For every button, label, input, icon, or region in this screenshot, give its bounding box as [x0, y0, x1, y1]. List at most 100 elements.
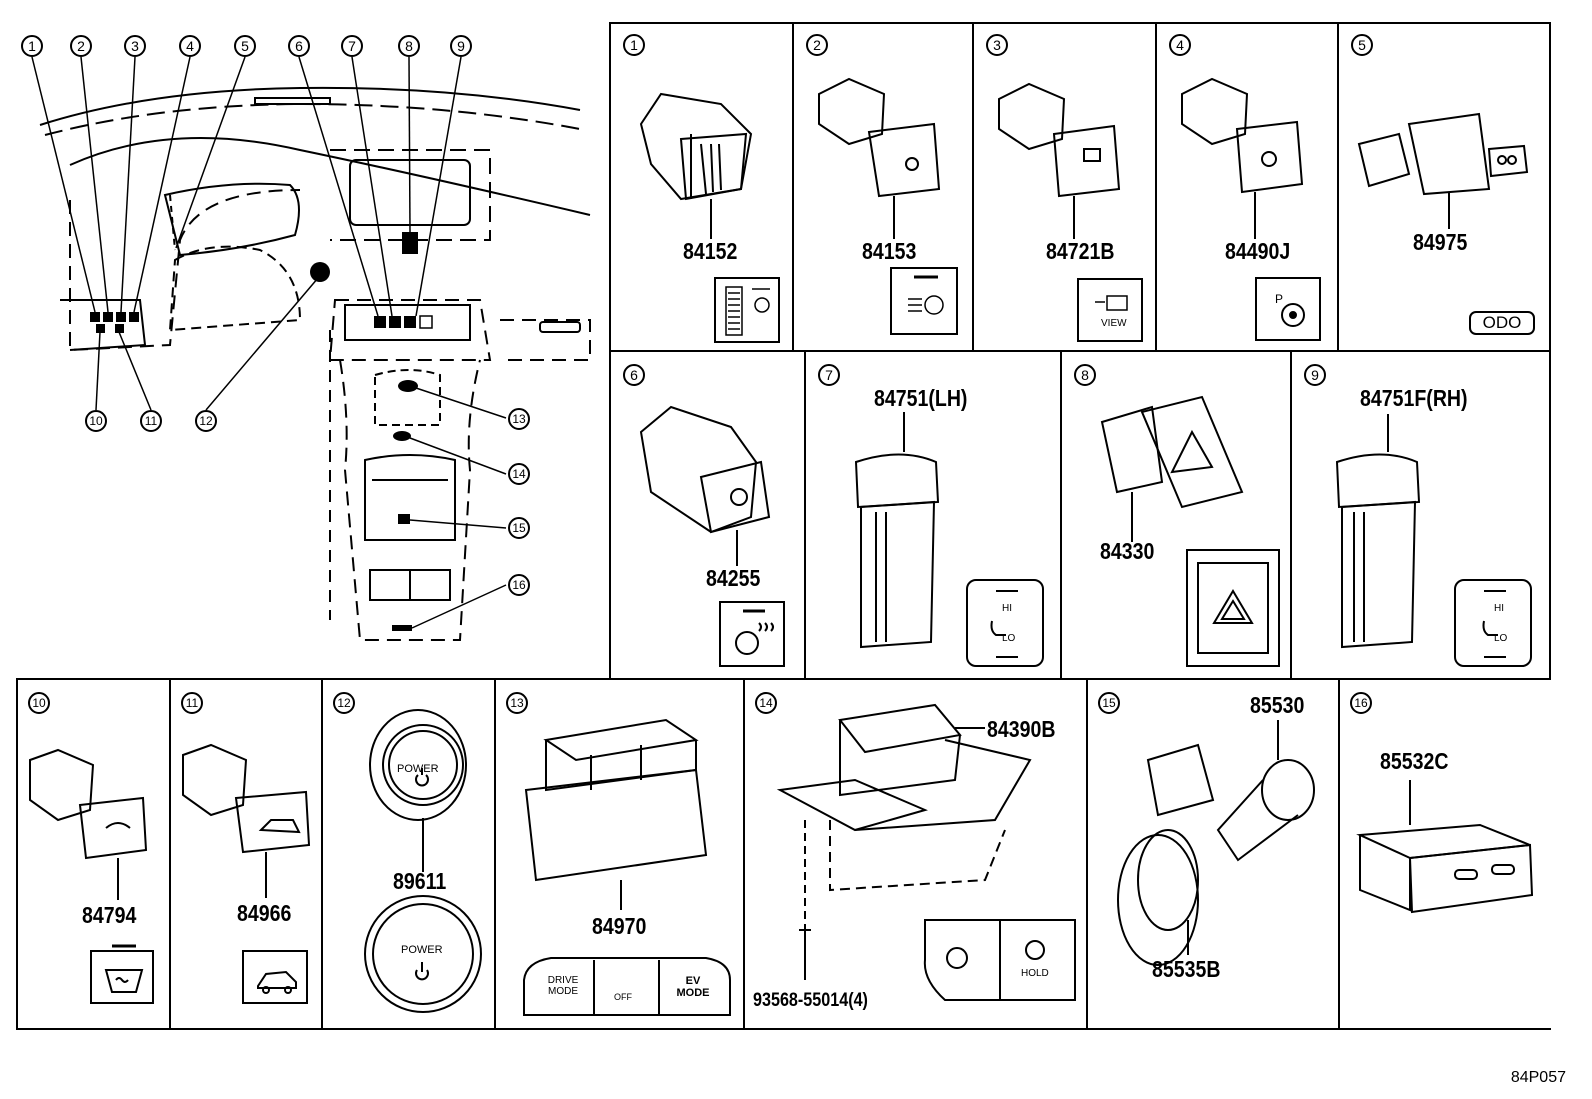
switch-drawing	[854, 412, 940, 649]
switch-drawing	[182, 743, 311, 898]
lo-label: LO	[1494, 633, 1508, 644]
parking-steering-icon: P	[1255, 277, 1321, 341]
panel-13: 13 84970 DRIVE MODE OFF EV MODE	[496, 680, 743, 1028]
callout-7: 7	[341, 35, 363, 57]
switch-drawing	[1335, 414, 1421, 649]
callout-11: 11	[140, 410, 162, 432]
windshield-deicer-icon	[90, 944, 154, 1004]
svg-text:P: P	[1275, 292, 1283, 306]
drive-mode-button: DRIVE MODE	[547, 975, 579, 997]
callout-13: 13	[508, 408, 530, 430]
switch-drawing	[639, 405, 771, 566]
panel-15: 15 85530 85535B	[1088, 680, 1338, 1028]
callout-16: 16	[508, 574, 530, 596]
heated-steering-icon	[719, 601, 785, 667]
hold-label: HOLD	[1021, 968, 1049, 979]
part-number: 84721B	[1046, 238, 1115, 264]
switch-drawing	[776, 703, 1076, 1001]
switch-drawing	[1357, 112, 1529, 229]
callout-4: 4	[179, 35, 201, 57]
panel-14: 14 84390B 93568-55014(4) HOLD	[745, 680, 1086, 1028]
hi-label: HI	[1002, 603, 1012, 614]
part-number: 89611	[393, 868, 447, 894]
part-number: 84751(LH)	[874, 385, 968, 411]
panel-number: 5	[1351, 34, 1373, 56]
panel-4: 4 84490J P	[1157, 24, 1337, 350]
switch-drawing	[639, 92, 753, 239]
panel-11: 11 84966	[171, 680, 321, 1028]
callout-3: 3	[124, 35, 146, 57]
switch-drawing	[364, 709, 482, 1013]
callout-14: 14	[508, 463, 530, 485]
callout-9: 9	[450, 35, 472, 57]
callout-1: 1	[21, 35, 43, 57]
panel-number: 13	[506, 692, 528, 714]
bolt-part-number: 93568-55014(4)	[753, 990, 868, 1011]
callout-8: 8	[398, 35, 420, 57]
view-label: VIEW	[1101, 318, 1127, 329]
panel-8: 8 84330	[1062, 352, 1290, 678]
panel-2: 2 84153	[794, 24, 972, 350]
power-label: POWER	[401, 944, 443, 956]
callout-15: 15	[508, 517, 530, 539]
panel-number: 3	[986, 34, 1008, 56]
panel-number: 11	[181, 692, 203, 714]
ev-mode-button: EV MODE	[676, 975, 710, 999]
hi-label: HI	[1494, 603, 1504, 614]
part-number-b: 85535B	[1152, 956, 1221, 982]
part-number: 84390B	[987, 716, 1056, 742]
callout-10: 10	[85, 410, 107, 432]
part-number-a: 85530	[1250, 692, 1305, 718]
panel-10: 10 84794	[18, 680, 169, 1028]
panel-number: 9	[1304, 364, 1326, 386]
panel-number: 14	[755, 692, 777, 714]
part-number: 84255	[706, 565, 761, 591]
camera-view-icon: VIEW	[1077, 278, 1143, 342]
panel-number: 16	[1350, 692, 1372, 714]
part-number: 84975	[1413, 229, 1468, 255]
part-number: 84152	[683, 238, 738, 264]
panel-number: 12	[333, 692, 355, 714]
switch-drawing	[818, 77, 941, 239]
headlight-leveling-icon	[890, 267, 958, 335]
panel-5: 5 84975 ODO	[1339, 24, 1549, 350]
switch-drawing	[1100, 395, 1244, 542]
switch-drawing	[29, 748, 148, 900]
panel-number: 4	[1169, 34, 1191, 56]
panel-number: 1	[623, 34, 645, 56]
part-number: 84970	[592, 913, 647, 939]
part-number: 84153	[862, 238, 917, 264]
panel-number: 8	[1074, 364, 1096, 386]
panel-12: 12 POWER 89611 POWER	[323, 680, 494, 1028]
seat-heater-switch-icon: HI LO	[1454, 579, 1532, 667]
panel-number: 2	[806, 34, 828, 56]
panel-number: 7	[818, 364, 840, 386]
panel-16: 16 85532C	[1340, 680, 1549, 1028]
dashboard-overview: 1 2 3 4 5 6 7 8 9 10 11 12 13 14 15 16	[0, 0, 605, 680]
part-number: 84794	[82, 902, 137, 928]
panel-9: 9 84751F(RH) HI LO	[1292, 352, 1549, 678]
odo-badge: ODO	[1469, 311, 1535, 335]
light-dimmer-icon	[714, 277, 780, 343]
panel-1: 1 84152	[611, 24, 792, 350]
panel-3: 3 84721B VIEW	[974, 24, 1155, 350]
part-number: 84751F(RH)	[1360, 385, 1468, 411]
socket-drawing	[1117, 720, 1315, 966]
panel-7: 7 84751(LH) HI LO	[806, 352, 1060, 678]
panel-number: 6	[623, 364, 645, 386]
hazard-switch-icon	[1186, 549, 1280, 667]
panel-number: 10	[28, 692, 50, 714]
panel-number: 15	[1098, 692, 1120, 714]
callout-5: 5	[234, 35, 256, 57]
usb-port-drawing	[1356, 780, 1534, 914]
part-number: 85532C	[1380, 748, 1449, 774]
switch-drawing	[1181, 77, 1304, 239]
seat-heater-switch-icon: HI LO	[966, 579, 1044, 667]
vsc-off-button: OFF	[614, 992, 632, 1002]
callout-6: 6	[288, 35, 310, 57]
switch-drawing	[998, 82, 1121, 239]
diagram-code: 84P057	[1510, 1069, 1566, 1086]
panel-6: 6 84255	[611, 352, 804, 678]
callout-2: 2	[70, 35, 92, 57]
